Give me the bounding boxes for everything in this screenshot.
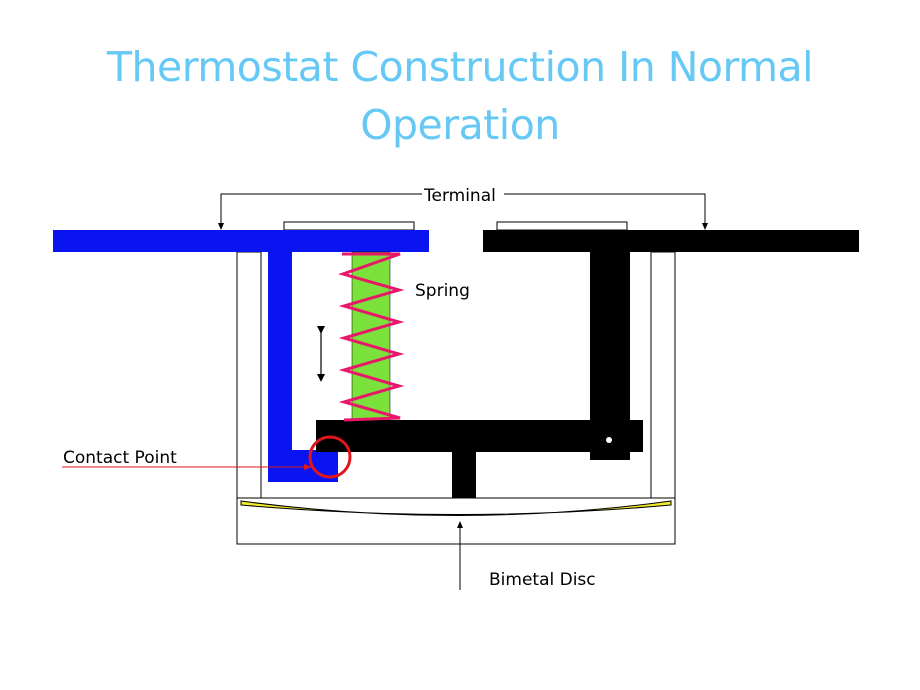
contact-point-pointer-head	[304, 464, 312, 470]
housing-base	[236, 497, 676, 545]
housing-left-wall	[236, 251, 262, 501]
spring-coil	[338, 252, 405, 422]
slide-title: Thermostat Construction In Normal Operat…	[0, 38, 920, 154]
bimetal-disc-label: Bimetal Disc	[489, 570, 596, 590]
spring-label: Spring	[415, 281, 470, 301]
terminal-arrow-left	[218, 223, 224, 230]
terminal-arrow-right	[702, 223, 708, 230]
terminal-bracket	[220, 193, 422, 226]
housing-right-wall	[650, 251, 676, 501]
left-terminal-bar	[53, 230, 429, 252]
slide-title-line-2: Operation	[360, 101, 560, 149]
push-pin	[452, 452, 476, 498]
terminal-label: Terminal	[423, 186, 496, 206]
terminal-bracket-right	[504, 193, 706, 226]
slide-title-line-1: Thermostat Construction In Normal	[106, 43, 814, 91]
pivot-point	[606, 437, 612, 443]
contact-point-label: Contact Point	[63, 448, 177, 468]
moving-arm	[316, 420, 643, 452]
bimetal-disc	[240, 500, 672, 516]
contact-point-circle	[308, 435, 352, 479]
left-terminal-insulator	[283, 221, 415, 231]
right-terminal-insulator	[496, 221, 628, 231]
left-terminal-stem-inner	[268, 252, 274, 450]
bimetal-pointer-head	[457, 521, 463, 528]
right-terminal-bar	[483, 230, 859, 252]
